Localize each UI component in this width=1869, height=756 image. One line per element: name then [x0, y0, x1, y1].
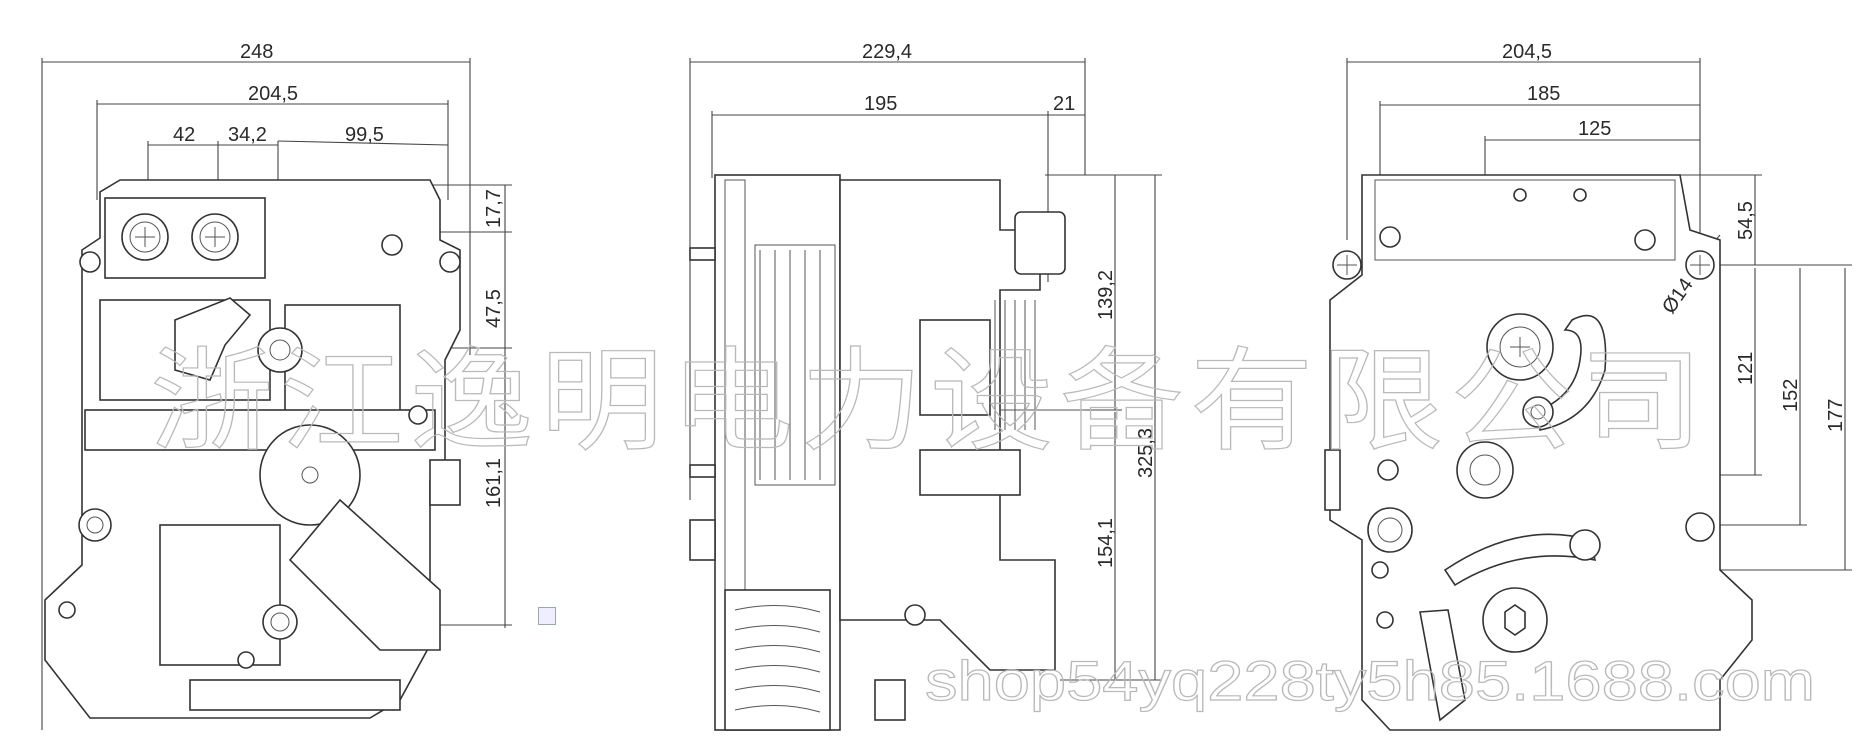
- front-view: 248 204,5 42 34,2 99,5 17,7 47,5 161,1: [41, 41, 512, 730]
- side-dim-v2: 325,3: [1135, 428, 1157, 478]
- rear-dim-mid: 185: [1527, 83, 1560, 105]
- rear-dim-v3: 152: [1780, 379, 1802, 412]
- rear-dim-v2: 121: [1735, 352, 1757, 385]
- broken-image-icon: [538, 607, 556, 625]
- side-dim-body: 195: [864, 93, 897, 115]
- rear-dim-v1: 54,5: [1735, 201, 1757, 240]
- front-dim-v3: 161,1: [483, 458, 505, 508]
- front-dim-d1: 42: [173, 124, 195, 146]
- side-dim-v3: 154,1: [1095, 518, 1117, 568]
- watermark-company: 浙江逸明电力设备有限公司: [150, 339, 1710, 464]
- rear-dim-v4: 177: [1825, 399, 1847, 432]
- side-view: 229,4 195 21 139,2 325,3 154,1: [689, 41, 1162, 731]
- front-dim-mid: 204,5: [248, 83, 298, 105]
- rear-dim-inner: 125: [1578, 118, 1611, 140]
- side-dim-flange: 21: [1053, 93, 1075, 115]
- side-dim-overall: 229,4: [862, 41, 912, 63]
- rear-dim-overall: 204,5: [1502, 41, 1552, 63]
- front-dim-d2: 34,2: [228, 124, 267, 146]
- front-dim-d3: 99,5: [345, 124, 384, 146]
- side-dim-v1: 139,2: [1095, 270, 1117, 320]
- front-dim-v2: 47,5: [483, 289, 505, 328]
- rear-view: 204,5 185 125 54,5 121 152 177 Ø14: [1324, 41, 1852, 731]
- watermark-url: shop54yq228ty5h85.1688.com: [925, 649, 1815, 712]
- front-dim-v1: 17,7: [483, 189, 505, 228]
- front-dim-overall: 248: [240, 41, 273, 63]
